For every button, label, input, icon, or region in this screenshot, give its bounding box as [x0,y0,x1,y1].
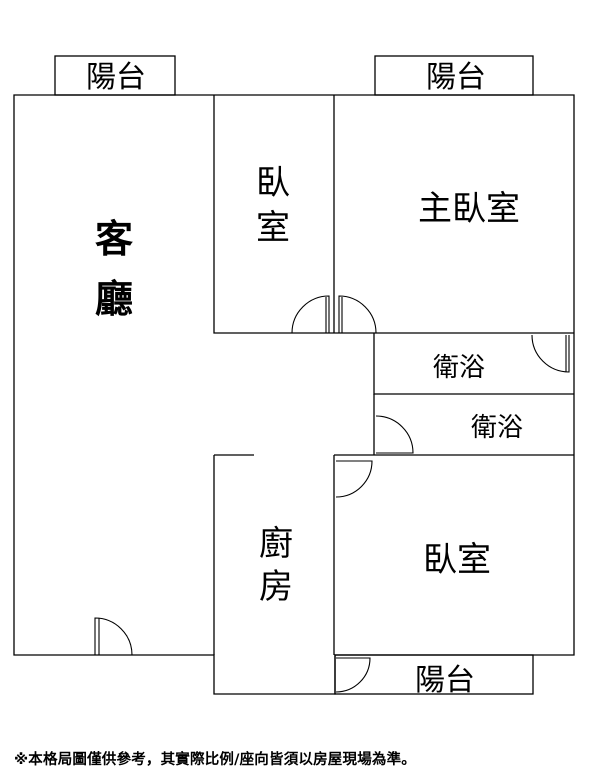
bath-2-label: 衛浴 [471,413,523,443]
balcony-top-left-label: 陽台 [86,60,146,95]
door-icon [335,657,371,693]
bedroom-bottom-label: 臥室 [423,540,491,580]
bedroom-wall [213,95,574,334]
balcony-bottom-label: 陽台 [415,663,475,698]
door-icon [335,460,373,498]
room-labels: 客 廳 臥 室 主臥室 衛浴 衛浴 廚 房 臥室 [95,163,523,607]
exterior-wall [13,94,575,695]
master-bedroom-label: 主臥室 [418,189,520,229]
door-icon [531,334,570,373]
walls [13,55,575,695]
door-icon [375,415,414,454]
kitchen-wall [213,454,335,655]
balcony-top-right-label: 陽台 [426,60,486,95]
bath-1-label: 衛浴 [433,353,485,383]
disclaimer-note: ※本格局圖僅供參考，其實際比例/座向皆須以房屋現場為準。 [14,752,416,768]
bedroom-top-label: 室 [256,208,290,248]
door-icon [291,295,330,334]
living-room-label: 客 [95,217,133,261]
living-room-label: 廳 [95,277,133,321]
doors [94,295,570,693]
bedroom-top-label: 臥 [256,163,290,203]
kitchen-label: 房 [259,567,293,607]
kitchen-label: 廚 [259,524,293,564]
door-icon [94,617,133,656]
balcony-labels: 陽台 陽台 陽台 [86,60,486,698]
door-icon [338,295,377,334]
